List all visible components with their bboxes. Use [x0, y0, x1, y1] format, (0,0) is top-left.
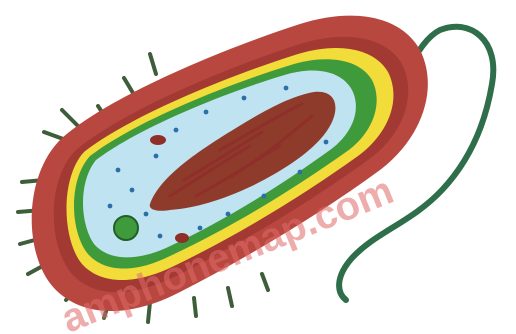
pilus	[194, 298, 196, 316]
ribosome	[144, 212, 149, 217]
ribosome	[204, 110, 209, 115]
ribosome	[284, 86, 289, 91]
ribosome	[262, 194, 267, 199]
ribosome	[174, 128, 179, 133]
ribosome	[154, 154, 159, 159]
ribosome	[298, 170, 303, 175]
ribosome	[198, 226, 203, 231]
ribosome	[226, 212, 231, 217]
pilus	[150, 54, 156, 74]
ribosome	[108, 204, 113, 209]
ribosome	[242, 96, 247, 101]
pilus	[228, 288, 232, 306]
ribosome	[324, 140, 329, 145]
ribosome	[158, 234, 163, 239]
ribosome	[130, 188, 135, 193]
ribosome	[116, 168, 121, 173]
inclusion-granule	[175, 233, 189, 243]
pilus	[262, 274, 268, 290]
pilus	[62, 110, 80, 128]
inclusion-granule	[150, 135, 166, 145]
